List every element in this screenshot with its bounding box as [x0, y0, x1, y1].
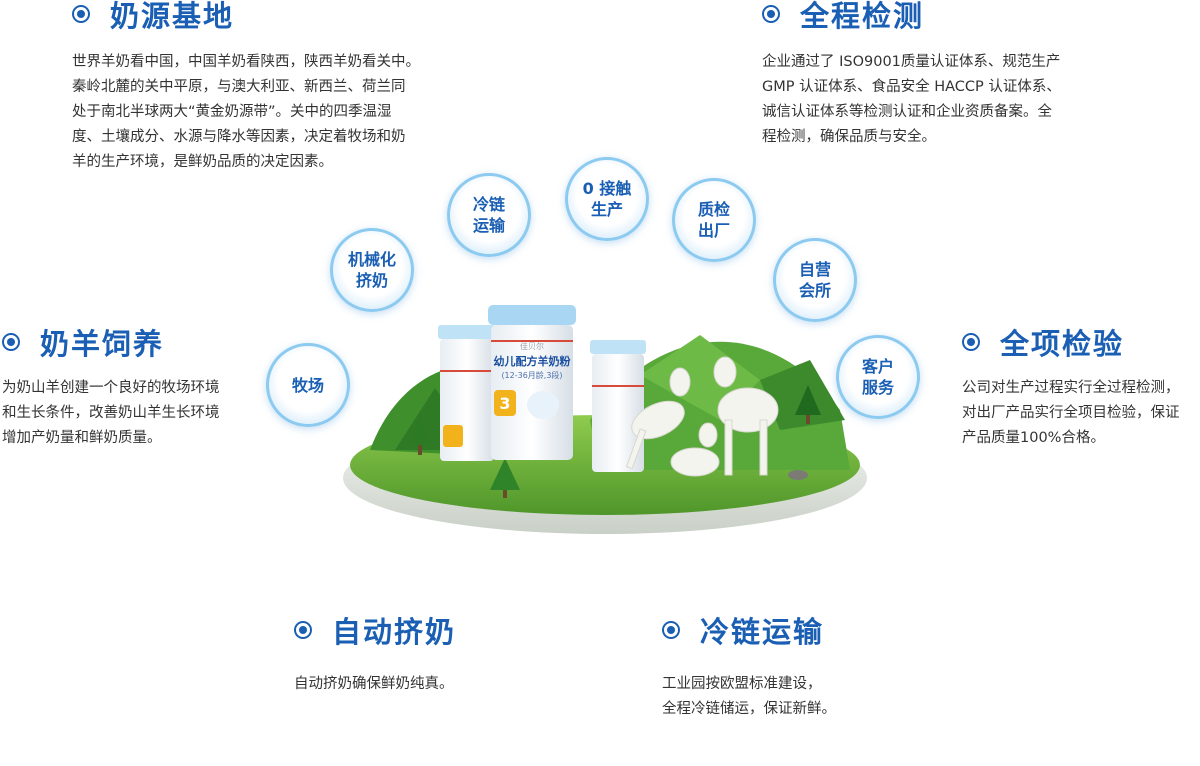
product-stage: 3	[499, 394, 510, 413]
section-body: 为奶山羊创建一个良好的牧场环境 和生长条件，改善奶山羊生长环境 增加产奶量和鲜奶…	[2, 376, 252, 451]
section-heading: 全项检验	[962, 322, 1200, 362]
body-line: 和生长条件，改善奶山羊生长环境	[2, 405, 220, 421]
bullet-icon	[294, 621, 312, 639]
section-body: 工业园按欧盟标准建设， 全程冷链储运，保证新鲜。	[662, 672, 962, 722]
bubble-zero-contact: 0 接触 生产	[565, 157, 649, 241]
bullet-icon	[662, 621, 680, 639]
section-full-inspection: 全程检测 企业通过了 ISO9001质量认证体系、规范生产 GMP 认证体系、食…	[762, 0, 1102, 150]
body-line: 企业通过了 ISO9001质量认证体系、规范生产	[762, 54, 1061, 70]
section-heading: 奶源基地	[72, 0, 472, 34]
body-line: 羊的生产环境，是鲜奶品质的决定因素。	[72, 154, 333, 170]
section-heading: 自动挤奶	[294, 610, 594, 650]
bubble-label: 自营 会所	[798, 260, 831, 300]
goat-jumping	[625, 367, 691, 470]
section-title: 奶源基地	[110, 0, 235, 33]
bubble-machine-milking: 机械化 挤奶	[330, 228, 414, 312]
section-cold-chain: 冷链运输 工业园按欧盟标准建设， 全程冷链储运，保证新鲜。	[662, 610, 962, 722]
body-line: 全程冷链储运，保证新鲜。	[662, 701, 836, 717]
body-line: 公司对生产过程实行全过程检测，	[962, 380, 1180, 396]
body-line: 为奶山羊创建一个良好的牧场环境	[2, 380, 220, 396]
body-line: GMP 认证体系、食品安全 HACCP 认证体系、	[762, 79, 1061, 95]
product-brand: 佳贝尔	[520, 341, 544, 351]
body-line: 世界羊奶看中国，中国羊奶看陕西，陕西羊奶看关中。	[72, 54, 420, 70]
milk-can-main: 佳贝尔 幼儿配方羊奶粉 (12-36月龄,3段) 3	[488, 305, 576, 460]
milk-can-right	[590, 340, 646, 472]
body-line: 增加产奶量和鲜奶质量。	[2, 430, 162, 446]
rock	[788, 470, 808, 480]
section-body: 自动挤奶确保鲜奶纯真。	[294, 672, 594, 697]
section-body: 企业通过了 ISO9001质量认证体系、规范生产 GMP 认证体系、食品安全 H…	[762, 50, 1102, 150]
body-line: 度、土壤成分、水源与降水等因素，决定着牧场和奶	[72, 129, 406, 145]
section-complete-inspection: 全项检验 公司对生产过程实行全过程检测， 对出厂产品实行全项目检验，保证 产品质…	[962, 322, 1200, 451]
body-line: 诚信认证体系等检测认证和企业资质备案。全	[762, 104, 1052, 120]
section-heading: 奶羊饲养	[2, 322, 252, 362]
bubble-label: 客户 服务	[861, 357, 894, 397]
product-age: (12-36月龄,3段)	[501, 370, 562, 380]
farm-island-illustration: 佳贝尔 幼儿配方羊奶粉 (12-36月龄,3段) 3	[343, 305, 867, 534]
body-line: 秦岭北麓的关中平原，与澳大利亚、新西兰、荷兰同	[72, 79, 406, 95]
bullet-icon	[962, 333, 980, 351]
product-name: 幼儿配方羊奶粉	[494, 354, 571, 368]
section-body: 公司对生产过程实行全过程检测， 对出厂产品实行全项目检验，保证 产品质量100%…	[962, 376, 1200, 451]
tree-icon	[795, 385, 821, 424]
bullet-icon	[2, 333, 20, 351]
section-body: 世界羊奶看中国，中国羊奶看陕西，陕西羊奶看关中。 秦岭北麓的关中平原，与澳大利亚…	[72, 50, 472, 175]
body-line: 程检测，确保品质与安全。	[762, 129, 936, 145]
section-title: 全项检验	[1000, 327, 1125, 361]
bubble-quality-check: 质检 出厂	[672, 178, 756, 262]
bubble-label: 质检 出厂	[697, 200, 730, 240]
section-title: 冷链运输	[700, 615, 825, 649]
tree-icon	[490, 458, 520, 498]
section-heading: 冷链运输	[662, 610, 962, 650]
goat-standing	[713, 356, 779, 476]
bullet-icon	[72, 5, 90, 23]
section-title: 全程检测	[800, 0, 925, 33]
section-title: 奶羊饲养	[40, 327, 165, 361]
section-heading: 全程检测	[762, 0, 1102, 34]
bubble-customer-service: 客户 服务	[836, 335, 920, 419]
goat-lying	[670, 422, 720, 477]
bullet-icon	[762, 5, 780, 23]
body-line: 处于南北半球两大“黄金奶源带”。关中的四季温湿	[72, 104, 392, 120]
section-auto-milking: 自动挤奶 自动挤奶确保鲜奶纯真。	[294, 610, 594, 697]
bubble-label: 0 接触 生产	[582, 179, 632, 219]
tree-icon	[410, 415, 430, 455]
section-milk-base: 奶源基地 世界羊奶看中国，中国羊奶看陕西，陕西羊奶看关中。 秦岭北麓的关中平原，…	[72, 0, 472, 175]
section-goat-feeding: 奶羊饲养 为奶山羊创建一个良好的牧场环境 和生长条件，改善奶山羊生长环境 增加产…	[2, 322, 252, 451]
bubble-ranch: 牧场	[266, 343, 350, 427]
bubble-label: 机械化 挤奶	[347, 250, 396, 290]
milk-can-left	[438, 325, 496, 461]
body-line: 产品质量100%合格。	[962, 430, 1105, 446]
body-line: 自动挤奶确保鲜奶纯真。	[294, 676, 454, 692]
bubble-label: 冷链 运输	[472, 195, 505, 235]
bubble-label: 牧场	[291, 375, 324, 395]
hill-right-3	[760, 360, 845, 430]
bubble-own-club: 自营 会所	[773, 238, 857, 322]
body-line: 工业园按欧盟标准建设，	[662, 676, 822, 692]
body-line: 对出厂产品实行全项目检验，保证	[962, 405, 1180, 421]
section-title: 自动挤奶	[332, 615, 457, 649]
bubble-cold-chain: 冷链 运输	[447, 173, 531, 257]
